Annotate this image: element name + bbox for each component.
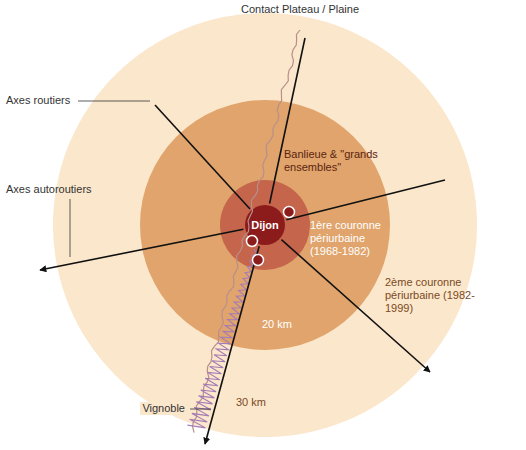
periurban-ring-2: 2ème couronne périurbaine (1982-1999)30 … <box>53 13 477 437</box>
distance-label: 30 km <box>236 396 266 409</box>
axis-label: Axes autoroutiers <box>6 183 92 196</box>
suburb-label: Banlieue & "grands ensembles" <box>284 148 384 174</box>
leader-line <box>70 199 71 257</box>
periurban-ring-1: 1ère couronne périurbaine (1968-1982) 20 … <box>140 100 390 350</box>
vineyard-label: Vignoble <box>140 402 187 415</box>
suburb-ring-fill <box>220 180 310 270</box>
leader-line <box>78 101 150 102</box>
periurban-ring-2-fill <box>53 13 477 437</box>
suburb-dot <box>253 255 264 266</box>
periurban-ring-1-fill <box>140 100 390 350</box>
city-label: Dijon <box>251 219 279 232</box>
distance-label: 20 km <box>262 318 292 331</box>
leader-line <box>190 409 211 410</box>
axis-label: Axes routiers <box>6 94 70 107</box>
city-circle: Dijon <box>245 205 285 245</box>
ring-label: 2ème couronne périurbaine (1982-1999) <box>385 276 485 315</box>
ring-label: 1ère couronne périurbaine (1968-1982) <box>310 219 386 258</box>
suburb-dot <box>247 236 258 247</box>
suburb-ring: Banlieue & "grands ensembles"Dijon <box>220 180 310 270</box>
city-circle-fill <box>245 205 285 245</box>
suburb-dot <box>284 207 295 218</box>
boundary-label: Contact Plateau / Plaine <box>241 3 359 16</box>
